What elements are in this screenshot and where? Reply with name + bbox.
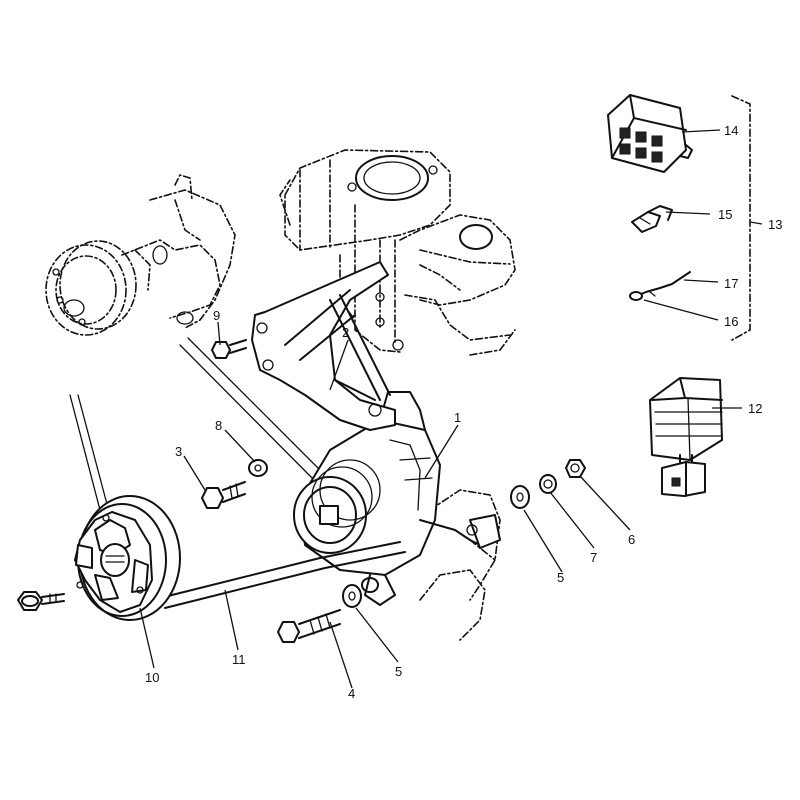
crank-bolt xyxy=(17,591,65,611)
callout-14: 14 xyxy=(724,123,738,138)
crank-pulley xyxy=(74,495,181,621)
callout-3: 3 xyxy=(175,444,182,459)
callout-12: 12 xyxy=(748,401,762,416)
alternator-bracket xyxy=(251,261,396,431)
callout-7: 7 xyxy=(590,550,597,565)
connector-14 xyxy=(607,94,693,173)
washer-5-lower xyxy=(342,584,362,608)
washer-5-right xyxy=(510,485,530,509)
callout-4: 4 xyxy=(348,686,355,701)
bolt-4 xyxy=(277,609,341,643)
bracket-13 xyxy=(731,95,751,341)
callout-15: 15 xyxy=(718,207,732,222)
fan-belt-upper xyxy=(69,337,331,511)
callout-16: 16 xyxy=(724,314,738,329)
callout-17: 17 xyxy=(724,276,738,291)
callout-2: 2 xyxy=(342,325,349,340)
callout-5-right: 5 xyxy=(557,570,564,585)
bolt-3 xyxy=(201,481,246,509)
regulator-12 xyxy=(649,377,723,497)
callout-11: 11 xyxy=(232,652,246,667)
callout-9: 9 xyxy=(213,308,220,323)
lock-washer-7 xyxy=(539,474,557,494)
callout-6: 6 xyxy=(628,532,635,547)
callout-numbers: 1 2 3 4 5 5 6 7 8 9 10 11 12 13 14 15 16… xyxy=(145,123,782,701)
callout-1: 1 xyxy=(454,410,461,425)
callout-5-lower: 5 xyxy=(395,664,402,679)
alternator xyxy=(293,391,501,606)
callout-13: 13 xyxy=(768,217,782,232)
callout-10: 10 xyxy=(145,670,159,685)
water-pump-outline xyxy=(45,174,236,336)
housing-outline xyxy=(419,489,501,641)
wire-lead xyxy=(629,271,691,301)
leader-lines xyxy=(139,129,763,689)
terminal-15 xyxy=(631,205,673,233)
callout-8: 8 xyxy=(215,418,222,433)
nut-6 xyxy=(565,459,586,478)
washer-8 xyxy=(248,459,268,477)
bolt-9 xyxy=(211,339,247,359)
drive-belt xyxy=(159,541,406,609)
